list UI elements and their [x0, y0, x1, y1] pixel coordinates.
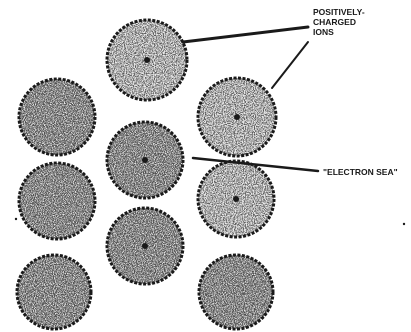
ion-center-outline	[105, 120, 185, 200]
ion-left-2-texture	[19, 163, 95, 239]
ion-top-outline	[105, 18, 189, 102]
ion-center-lower	[105, 206, 185, 286]
ion-right-bottom-outline	[197, 253, 275, 331]
ion-top-nucleus	[144, 57, 150, 63]
ion-right-bottom-texture	[199, 255, 273, 329]
ion-upper-right	[196, 76, 278, 158]
ion-center-lower-nucleus	[142, 243, 148, 249]
ions-leader-line-1	[181, 25, 310, 44]
ion-left-2	[17, 161, 97, 241]
ion-right-middle-nucleus	[233, 196, 239, 202]
ions-leader-line-2	[271, 41, 309, 89]
ion-upper-right-outline	[196, 76, 278, 158]
ion-center	[105, 120, 185, 200]
ion-left-3-texture	[17, 255, 91, 329]
ion-left-3	[15, 253, 93, 331]
ion-left-1	[17, 77, 97, 157]
ions-label-line-3: IONS	[313, 27, 334, 37]
ion-right-middle-outline	[196, 159, 276, 239]
ion-left-2-outline	[17, 161, 97, 241]
ion-center-nucleus	[142, 157, 148, 163]
speck-right	[402, 222, 406, 226]
ions-label-line-1: POSITIVELY-	[313, 7, 365, 17]
electron-sea-label: "ELECTRON SEA"	[323, 167, 398, 177]
ion-group	[15, 18, 278, 331]
ion-left-1-outline	[17, 77, 97, 157]
ion-right-bottom	[197, 253, 275, 331]
speck-left	[14, 217, 18, 221]
electron-sea-leader-line	[191, 156, 320, 173]
ion-left-1-texture	[19, 79, 95, 155]
ion-left-3-outline	[15, 253, 93, 331]
ion-top	[105, 18, 189, 102]
ions-label-line-2: CHARGED	[313, 17, 356, 27]
ion-upper-right-nucleus	[234, 114, 240, 120]
ion-right-middle	[196, 159, 276, 239]
ion-center-lower-outline	[105, 206, 185, 286]
